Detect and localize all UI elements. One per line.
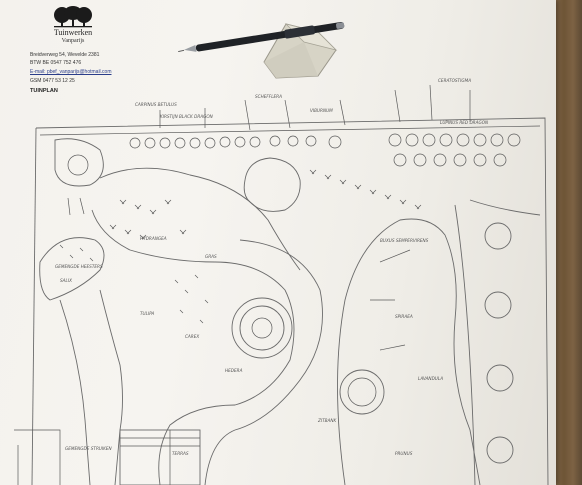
note-carpinus: CARPINUS BETULUS [135,102,177,107]
note-hedera: HEDERA [225,368,243,373]
note-tulipa: TULIPA [140,311,155,316]
note-hydrangea: HYDRANGEA [140,236,167,241]
note-salix: SALIX [60,278,72,283]
note-spiraea: SPIRAEA [395,314,413,319]
note-struiken: GEMENGDE STRUIKEN [65,446,113,451]
note-terras: TERRAS [172,451,189,456]
wooden-table [552,0,582,485]
note-zitbank: ZITBANK [317,418,338,423]
plan-title: TUINPLAN [30,88,58,94]
note-lavandula: LAVANDULA [418,376,443,381]
note-buxus: BUXUS SEMPERVIRENS [380,238,429,243]
company-phone: GSM 0477 53 12 25 [30,78,75,84]
shrubs-right [484,222,514,464]
note-viburnum: VIBURNUM [310,108,333,113]
note-prunus: PRUNUS [395,451,413,456]
mechanical-pencil-icon [178,22,345,52]
planting-hatch [59,169,422,324]
company-address: Breidverweg 54, Wevelde 2381 [30,52,100,58]
note-lupinus: LUPINUS RED DRAGON [440,120,489,125]
tree-logo-icon [54,6,92,28]
note-schefflera: SCHEFFLERA [255,94,282,99]
company-email: E-mail: pbef_vanparijs@hotmail.com [30,69,112,75]
note-ceratostigma: CERATOSTIGMA [438,78,471,83]
company-btw: BTW BE 0547 752 476 [30,60,82,66]
note-gemengde: GEMENGDE HEESTERS [55,264,103,269]
company-tagline: Vanparijs [61,38,85,44]
hedge-row-top [129,133,521,167]
note-carex: CAREX [185,334,199,339]
note-gras: GRAS [205,254,217,259]
leader-lines [159,84,471,351]
note-kirstijn: KIRSTIJN BLACK DRAGON [160,114,214,119]
company-name: Tuinwerken [53,28,93,37]
